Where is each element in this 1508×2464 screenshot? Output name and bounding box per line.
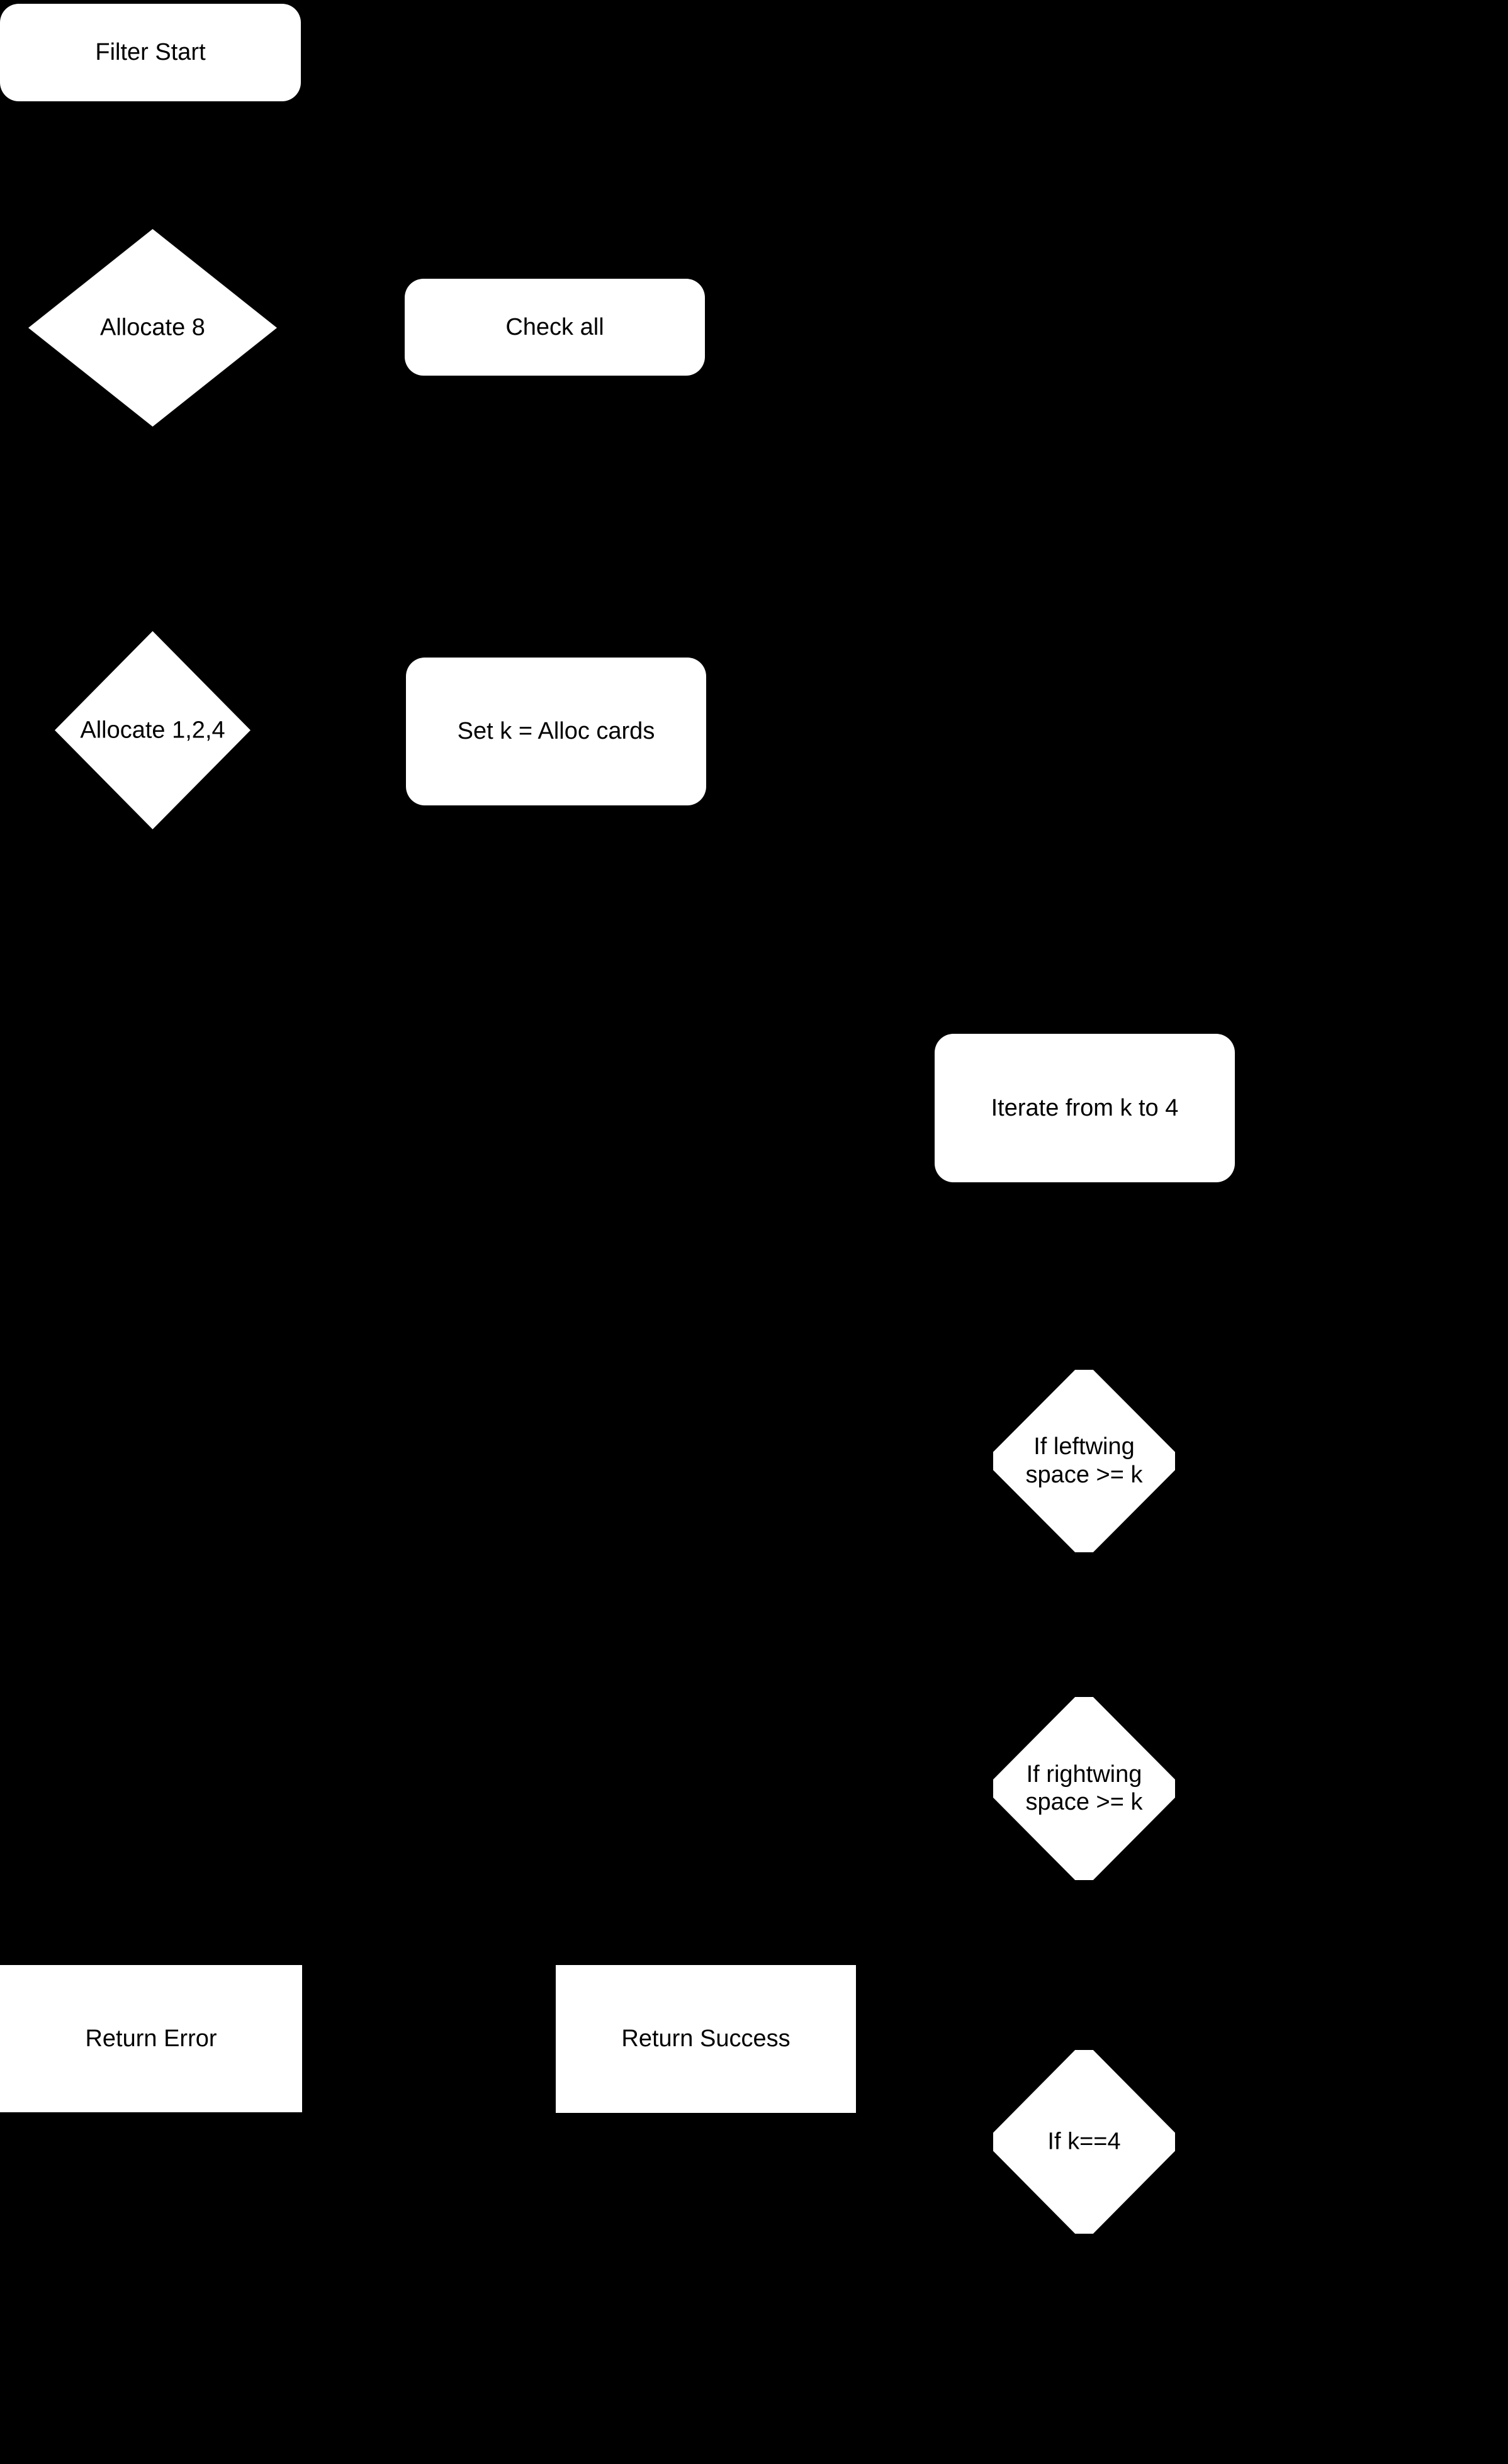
node-check-all-label: Check all (505, 313, 604, 340)
node-if-k-eq-4[interactable]: If k==4 (993, 2050, 1175, 2234)
diamond-shape-allocate-8 (28, 229, 277, 427)
node-iterate-k-to-4-label: Iterate from k to 4 (991, 1094, 1179, 1121)
node-allocate-8[interactable]: Allocate 8 (28, 229, 277, 427)
node-filter-start-label: Filter Start (95, 39, 206, 66)
node-check-all[interactable]: Check all (405, 279, 705, 376)
node-set-k[interactable]: Set k = Alloc cards (406, 658, 706, 805)
node-return-success-label: Return Success (621, 2025, 791, 2052)
node-filter-start[interactable]: Filter Start (0, 4, 301, 101)
node-set-k-label: Set k = Alloc cards (457, 718, 655, 745)
diamond-shape-if-rightwing-space (993, 1697, 1175, 1880)
node-allocate-124[interactable]: Allocate 1,2,4 (55, 631, 250, 829)
node-if-rightwing-space[interactable]: If rightwing space >= k (993, 1697, 1175, 1880)
node-return-error[interactable]: Return Error (0, 1965, 302, 2112)
diamond-shape-allocate-124 (55, 631, 250, 829)
diamond-shape-if-k-eq-4 (993, 2050, 1175, 2234)
diamond-shape-if-leftwing-space (993, 1370, 1175, 1552)
node-if-leftwing-space[interactable]: If leftwing space >= k (993, 1370, 1175, 1552)
node-return-error-label: Return Error (85, 2025, 217, 2052)
node-iterate-k-to-4[interactable]: Iterate from k to 4 (935, 1034, 1235, 1182)
node-return-success[interactable]: Return Success (556, 1965, 856, 2113)
